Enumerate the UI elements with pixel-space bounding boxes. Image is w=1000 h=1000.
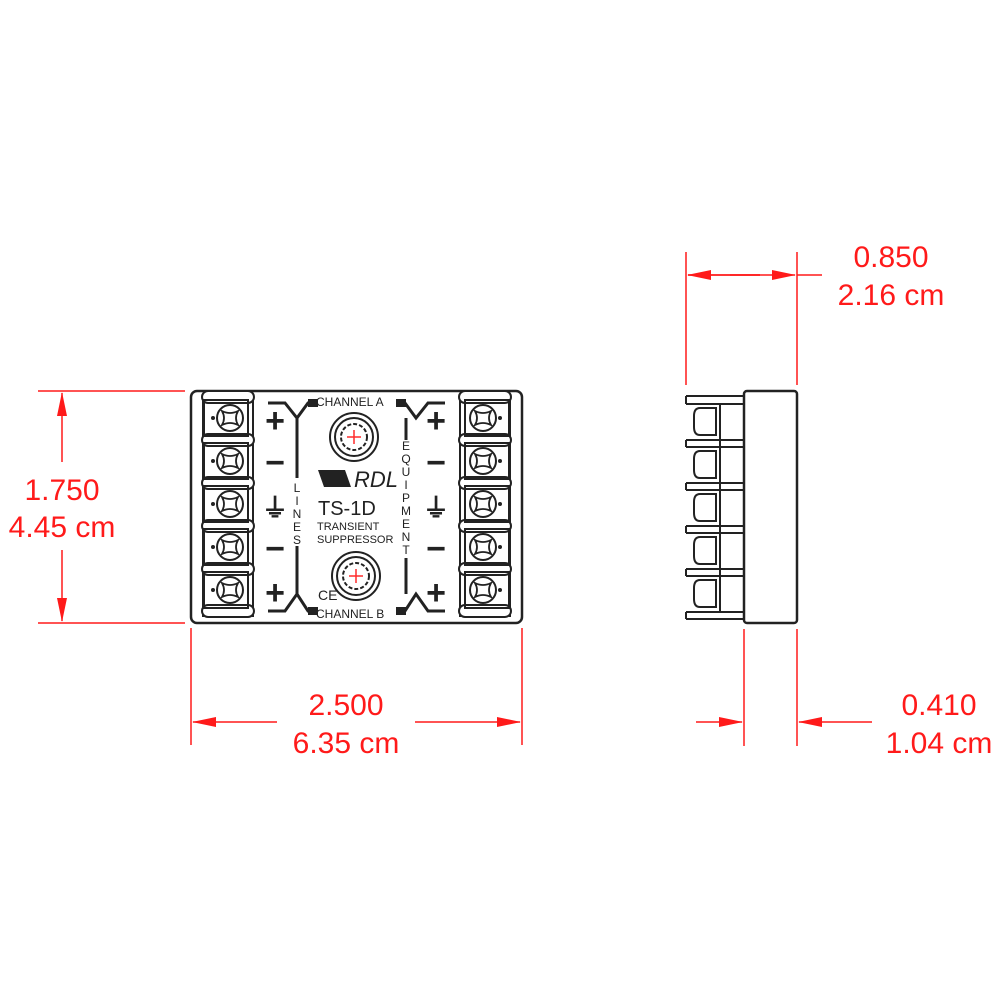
model-label: TS-1D <box>318 498 376 520</box>
svg-text:E: E <box>402 517 410 531</box>
width-inches: 2.500 <box>308 689 383 722</box>
svg-text:N: N <box>402 530 411 544</box>
height-inches: 1.750 <box>24 474 99 507</box>
trim-screw-top-icon <box>329 412 379 462</box>
channel-a-label: CHANNEL A <box>316 395 384 409</box>
side-body <box>742 389 799 625</box>
svg-text:−: − <box>265 444 285 482</box>
ce-mark: CE <box>318 587 337 603</box>
svg-text:I: I <box>295 494 298 508</box>
brand-label: RDL <box>354 467 398 492</box>
svg-text:+: + <box>265 574 285 612</box>
svg-text:−: − <box>265 530 285 568</box>
svg-text:M: M <box>401 504 411 518</box>
svg-text:+: + <box>426 402 446 440</box>
svg-text:E: E <box>293 520 301 534</box>
svg-text:S: S <box>293 533 301 547</box>
right-terminal-symbols: + − ⏚ − + <box>423 402 449 612</box>
height-cm: 4.45 cm <box>9 511 116 544</box>
left-terminal-strip <box>201 390 255 618</box>
svg-text:U: U <box>402 465 411 479</box>
svg-text:+: + <box>265 402 285 440</box>
side-screw-heads <box>693 407 717 608</box>
svg-text:N: N <box>293 507 302 521</box>
svg-text:E: E <box>402 439 410 453</box>
svg-text:I: I <box>404 478 407 492</box>
front-view: + − ⏚ − + + − ⏚ − + CHANNEL A <box>189 389 524 625</box>
svg-text:+: + <box>426 574 446 612</box>
dimension-labels: 1.750 4.45 cm 2.500 6.35 cm 0.850 2.16 c… <box>9 241 993 760</box>
svg-text:P: P <box>402 491 410 505</box>
svg-text:L: L <box>294 481 301 495</box>
depth-total-inches: 0.850 <box>853 241 928 274</box>
description-line2: SUPPRESSOR <box>317 534 393 546</box>
svg-text:T: T <box>402 543 410 557</box>
dimension-lines <box>38 252 872 746</box>
depth-body-inches: 0.410 <box>901 689 976 722</box>
right-terminal-strip <box>458 390 512 618</box>
description-line1: TRANSIENT <box>317 521 380 533</box>
svg-text:⏚: ⏚ <box>262 493 288 523</box>
lines-label: L I N E S <box>293 481 302 547</box>
trim-screw-bottom-icon <box>331 551 381 601</box>
channel-b-label: CHANNEL B <box>316 607 384 621</box>
svg-text:Q: Q <box>401 452 410 466</box>
depth-body-cm: 1.04 cm <box>886 727 993 760</box>
side-view <box>685 389 799 625</box>
width-cm: 6.35 cm <box>293 727 400 760</box>
left-terminal-symbols: + − ⏚ − + <box>262 402 288 612</box>
depth-total-cm: 2.16 cm <box>838 279 945 312</box>
svg-text:⏚: ⏚ <box>423 493 449 523</box>
equipment-label: E Q U I P M E N T <box>401 439 411 557</box>
svg-text:−: − <box>426 444 446 482</box>
device-outline <box>189 389 524 625</box>
svg-text:−: − <box>426 530 446 568</box>
rdl-logo-icon <box>318 470 351 487</box>
